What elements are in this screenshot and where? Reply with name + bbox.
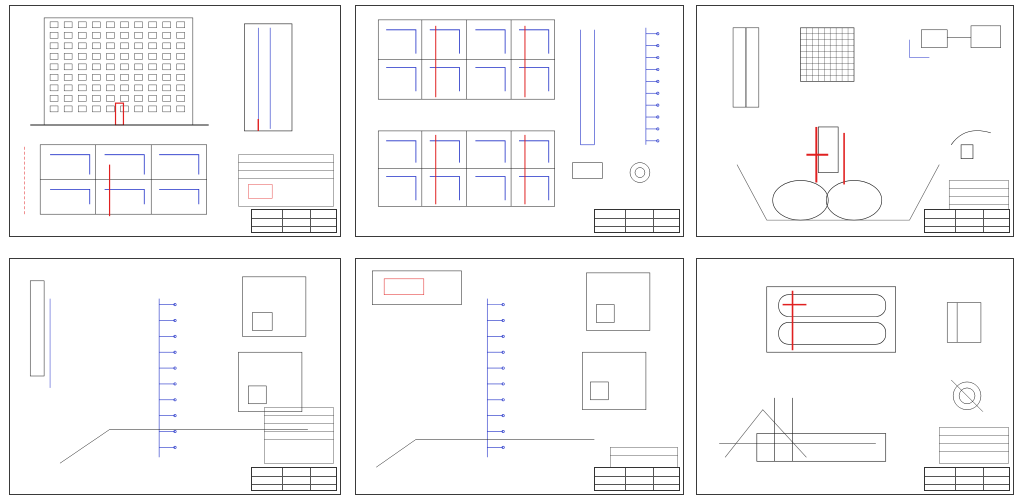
tank-section — [719, 397, 887, 462]
drawing-sheet-1 — [9, 5, 341, 237]
equipment-detail — [946, 302, 982, 343]
ground-line — [59, 429, 308, 464]
drawing-sheet-2 — [355, 5, 684, 237]
riser-section — [580, 29, 595, 146]
support-detail — [732, 27, 760, 108]
drawing-sheet-4 — [9, 258, 341, 495]
title-block — [251, 209, 337, 233]
spec-table — [939, 427, 1009, 464]
wall-detail — [29, 280, 51, 388]
building-section — [244, 23, 293, 132]
pipe-bend-detail — [950, 130, 991, 159]
title-block — [594, 209, 680, 233]
axonometric-riser — [486, 298, 505, 458]
bathroom-section-a — [242, 276, 307, 337]
ground-line — [376, 439, 595, 468]
typical-floor-plan — [377, 19, 555, 100]
title-block — [924, 209, 1010, 233]
sheet-2-drawing — [377, 19, 660, 207]
roof-plan — [372, 270, 462, 305]
legend-table — [238, 154, 334, 207]
bathroom-section-b — [238, 351, 303, 412]
spec-table — [264, 407, 334, 464]
sheet-3-drawing — [732, 25, 1009, 221]
drawing-sheet-3 — [696, 5, 1014, 237]
tank-plan — [766, 286, 896, 353]
upper-floor-plan — [377, 130, 555, 207]
axonometric-riser — [158, 298, 177, 458]
title-block — [251, 467, 337, 491]
title-block — [924, 467, 1010, 491]
spec-table — [948, 180, 1009, 215]
title-block — [594, 467, 680, 491]
schematic-layout — [909, 25, 1001, 58]
drawing-sheet-5 — [355, 258, 684, 495]
manhole-detail — [951, 379, 984, 412]
sheet-5-drawing — [372, 270, 678, 472]
sheet-1-drawing — [24, 17, 334, 217]
basement-plan — [24, 144, 207, 217]
sheet-6-drawing — [719, 286, 1009, 464]
facade-elevation — [30, 17, 209, 126]
bathroom-section-a — [586, 272, 651, 331]
drawing-sheet-6 — [696, 258, 1014, 495]
riser-diagram — [645, 27, 660, 145]
bathroom-section-b — [582, 351, 647, 410]
mesh-view — [800, 27, 855, 82]
detail-nodes — [572, 162, 651, 183]
sheet-4-drawing — [29, 276, 334, 464]
tank-pit-section — [736, 126, 940, 221]
